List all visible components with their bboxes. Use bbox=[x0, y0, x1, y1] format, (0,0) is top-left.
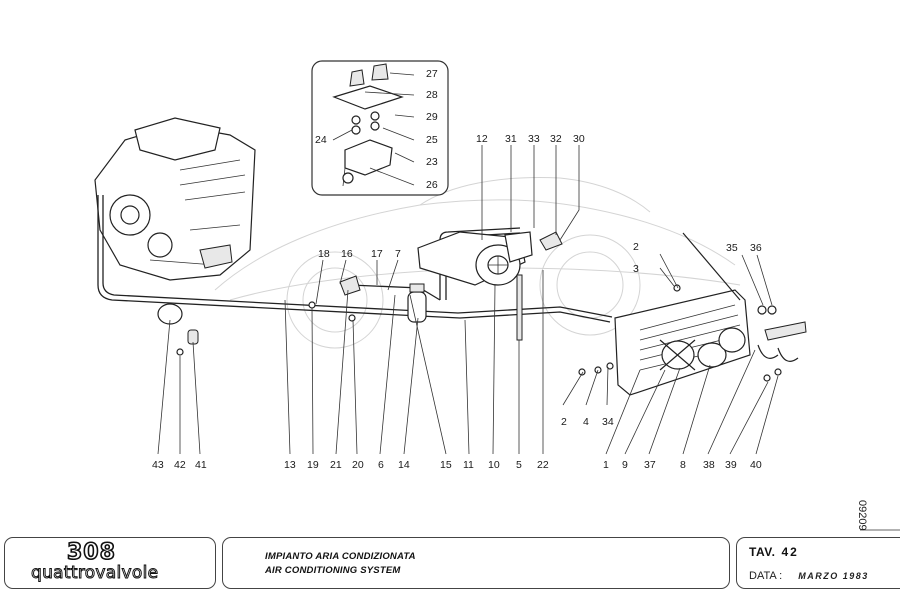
callout-5: 5 bbox=[516, 459, 522, 471]
sheet-label: TAV. bbox=[749, 545, 776, 559]
sheet-value: 42 bbox=[781, 545, 799, 559]
callout-19: 19 bbox=[307, 459, 319, 471]
callout-23: 23 bbox=[426, 156, 438, 168]
inset-detail bbox=[311, 60, 449, 196]
callout-13: 13 bbox=[284, 459, 296, 471]
callout-40: 40 bbox=[750, 459, 762, 471]
callout-10: 10 bbox=[488, 459, 500, 471]
date-value: MARZO 1983 bbox=[798, 571, 869, 581]
callout-43: 43 bbox=[152, 459, 164, 471]
callout-26: 26 bbox=[426, 179, 438, 191]
callout-21: 21 bbox=[330, 459, 342, 471]
callout-12: 12 bbox=[476, 133, 488, 145]
callout-labels: 27 28 29 24 25 23 26 12 31 33 32 30 18 1… bbox=[152, 68, 762, 471]
callout-27: 27 bbox=[426, 68, 438, 80]
callout-32: 32 bbox=[550, 133, 562, 145]
callout-1: 1 bbox=[603, 459, 609, 471]
callout-8: 8 bbox=[680, 459, 686, 471]
callout-6: 6 bbox=[378, 459, 384, 471]
model-logo-name: quattrovalvole bbox=[30, 563, 159, 584]
compressor-assembly bbox=[417, 231, 563, 341]
drawing-code: 09209 bbox=[856, 500, 868, 531]
callout-22: 22 bbox=[537, 459, 549, 471]
callout-42: 42 bbox=[174, 459, 186, 471]
callout-31: 31 bbox=[505, 133, 517, 145]
title-english: AIR CONDITIONING SYSTEM bbox=[265, 565, 401, 576]
title-block-title: IMPIANTO ARIA CONDIZIONATA AIR CONDITION… bbox=[222, 537, 730, 589]
car-outline-ghost bbox=[214, 177, 741, 349]
condenser-assembly bbox=[614, 232, 807, 396]
callout-2-upper: 2 bbox=[633, 241, 639, 253]
pipe-clamps bbox=[157, 303, 782, 382]
callout-28: 28 bbox=[426, 89, 438, 101]
callout-17: 17 bbox=[371, 248, 383, 260]
callout-18: 18 bbox=[318, 248, 330, 260]
title-italian: IMPIANTO ARIA CONDIZIONATA bbox=[265, 551, 416, 562]
engine-block bbox=[94, 117, 256, 281]
callout-4: 4 bbox=[583, 416, 589, 428]
callout-20: 20 bbox=[352, 459, 364, 471]
callout-16: 16 bbox=[341, 248, 353, 260]
title-block-sheet: TAV. 42 DATA : MARZO 1983 bbox=[736, 537, 900, 589]
callout-9: 9 bbox=[622, 459, 628, 471]
callout-35: 35 bbox=[726, 242, 738, 254]
callout-34: 34 bbox=[602, 416, 614, 428]
leader-lines bbox=[157, 72, 779, 455]
receiver-drier bbox=[308, 275, 427, 323]
callout-38: 38 bbox=[703, 459, 715, 471]
callout-11: 11 bbox=[463, 459, 474, 471]
callout-15: 15 bbox=[440, 459, 452, 471]
callout-7: 7 bbox=[395, 248, 401, 260]
callout-41: 41 bbox=[195, 459, 207, 471]
callout-14: 14 bbox=[398, 459, 410, 471]
callout-33: 33 bbox=[528, 133, 540, 145]
date-label: DATA : bbox=[749, 570, 783, 582]
model-logo-number: 308 bbox=[66, 539, 116, 566]
title-block-logo: 308 quattrovalvole bbox=[4, 537, 216, 589]
callout-36: 36 bbox=[750, 242, 762, 254]
sheet-number: TAV. 42 bbox=[749, 545, 799, 559]
callout-30: 30 bbox=[573, 133, 585, 145]
sheet-date: DATA : MARZO 1983 bbox=[749, 570, 869, 582]
callout-3: 3 bbox=[633, 263, 639, 275]
callout-39: 39 bbox=[725, 459, 737, 471]
callout-2-lower: 2 bbox=[561, 416, 567, 428]
callout-37: 37 bbox=[644, 459, 656, 471]
callout-29: 29 bbox=[426, 111, 438, 123]
callout-25: 25 bbox=[426, 134, 438, 146]
callout-24: 24 bbox=[315, 134, 327, 146]
